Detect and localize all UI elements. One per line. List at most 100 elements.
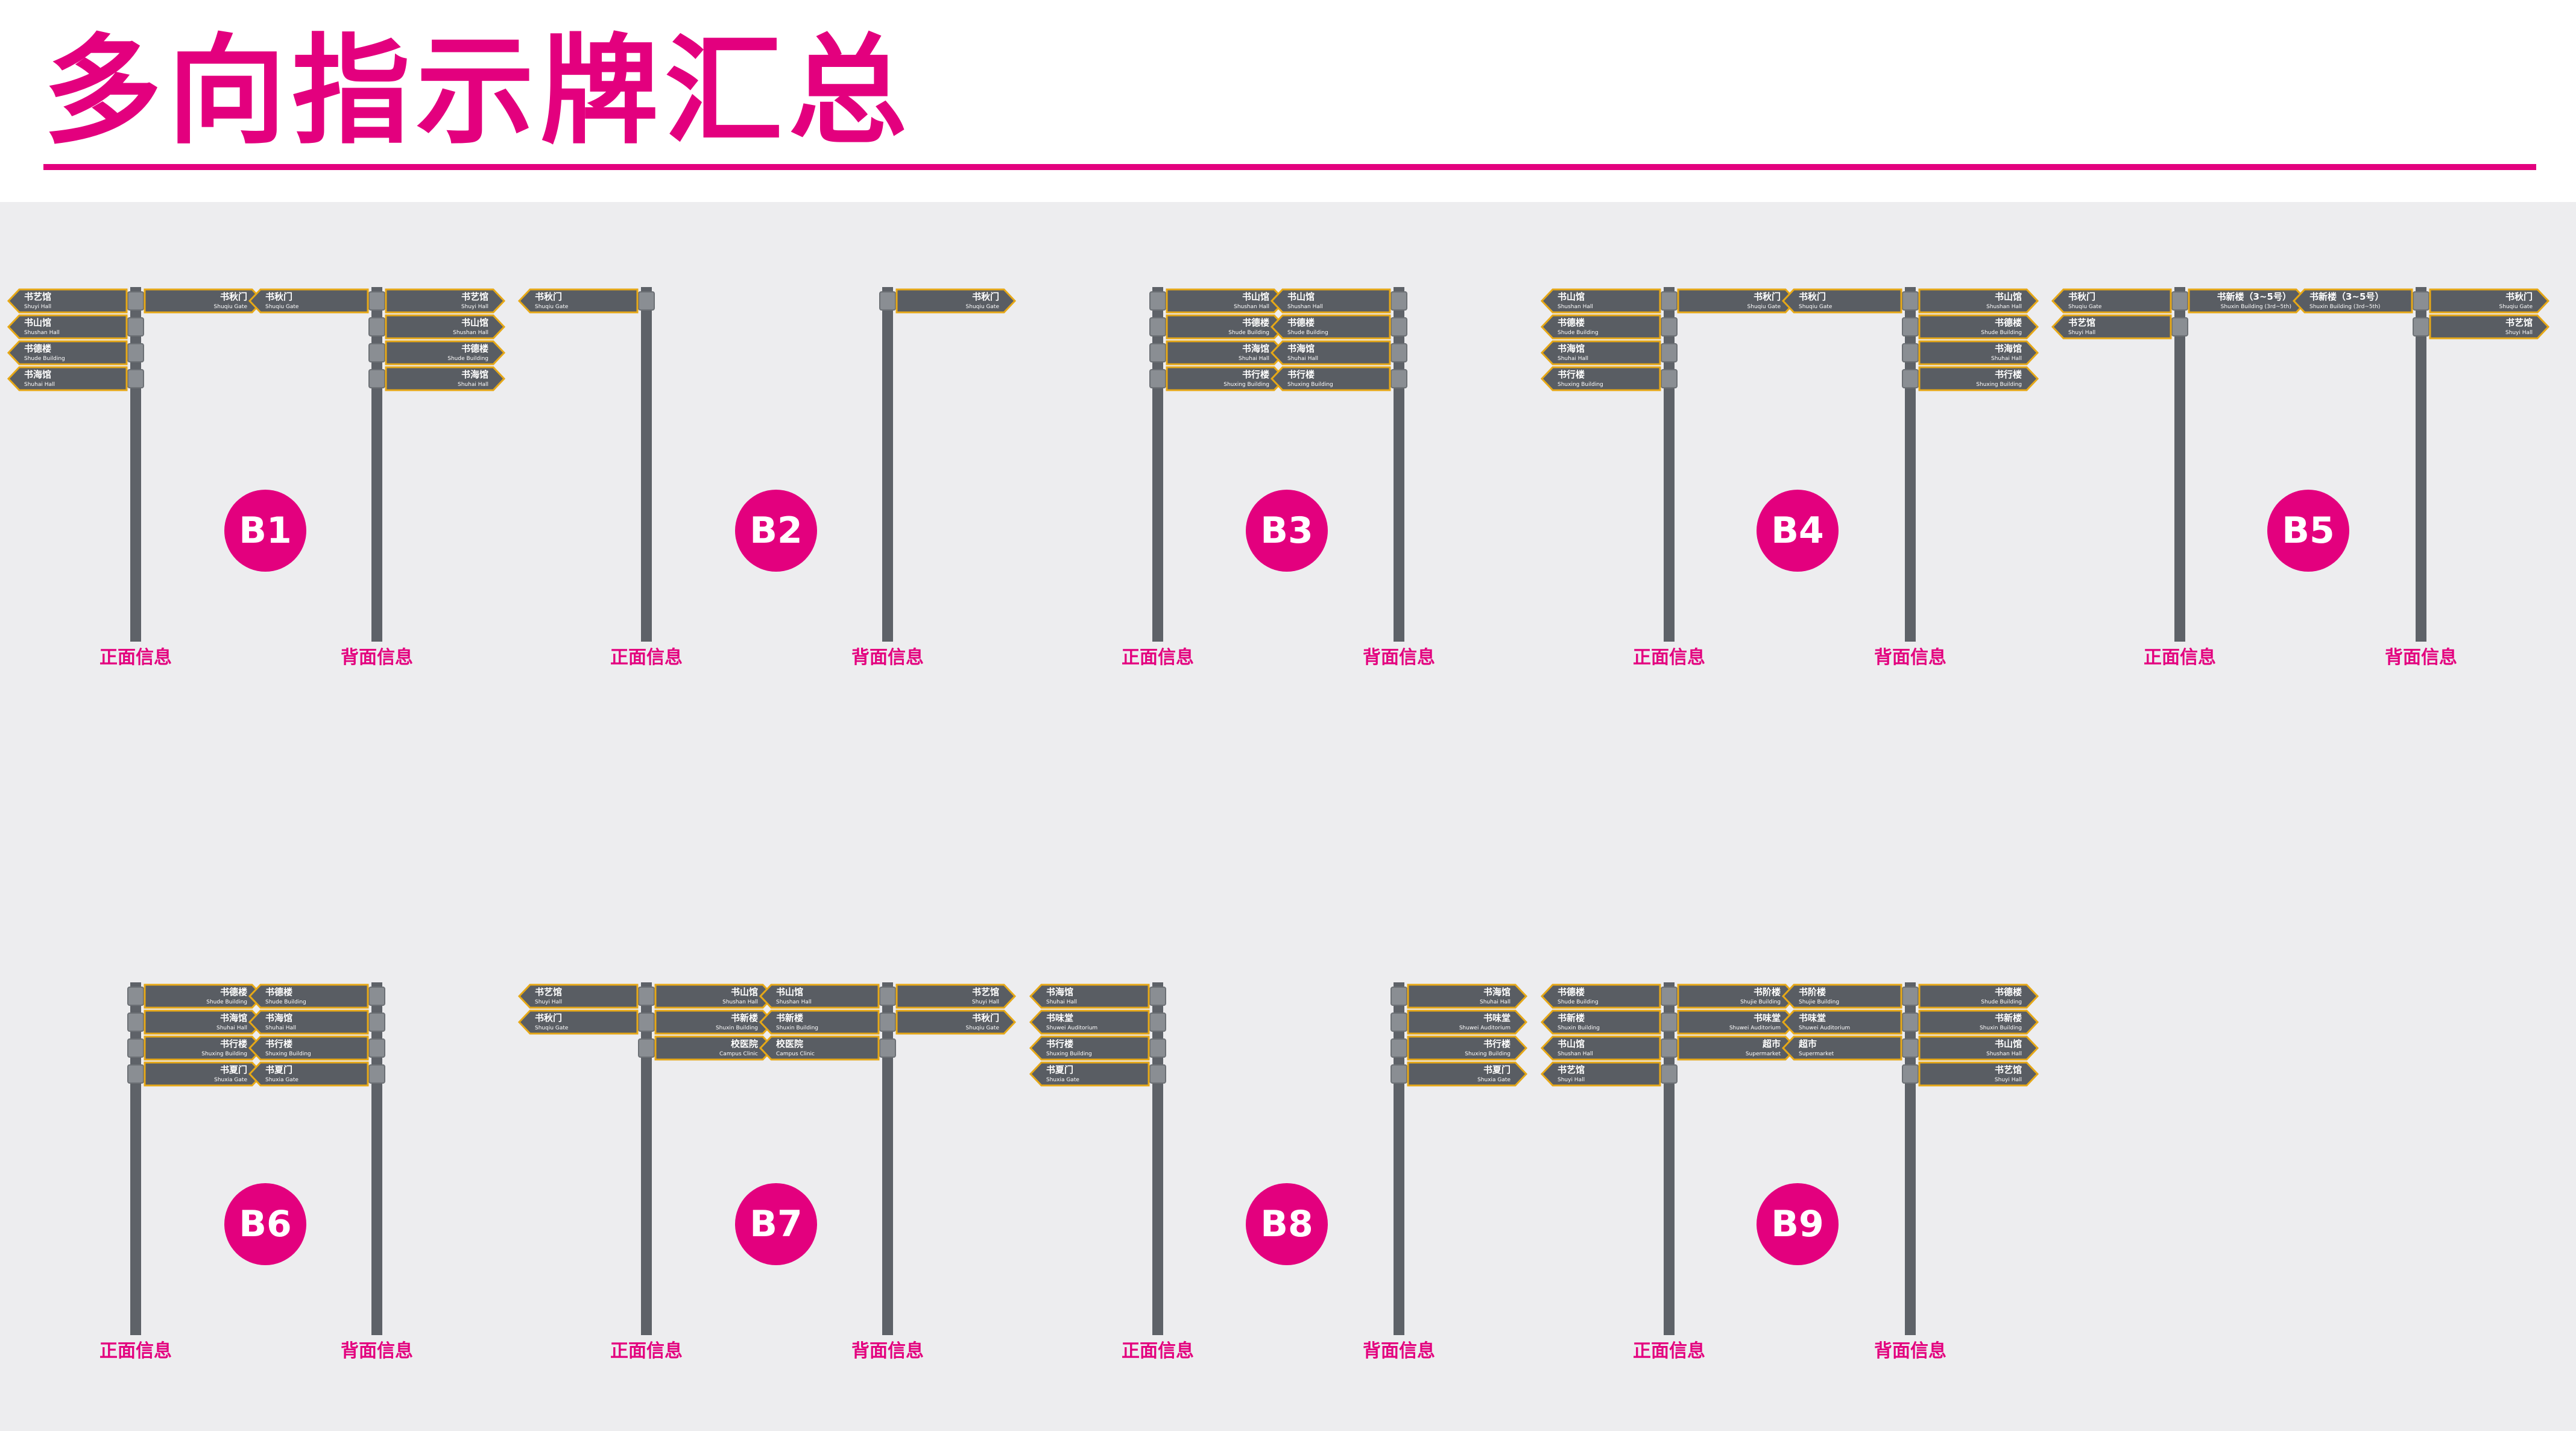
front-caption: 正面信息 <box>99 1341 172 1362</box>
plate-label-cn: 书海馆 <box>265 1012 292 1023</box>
plate-label-en: Shushan Hall <box>453 330 488 336</box>
plate-shape <box>759 1009 880 1035</box>
plate-label-en: Shushan Hall <box>1986 304 2022 310</box>
plate-label-en: Shuhai Hall <box>1991 356 2022 362</box>
pole-clamp <box>1391 1038 1407 1058</box>
plate-label-en: Shuhai Hall <box>24 382 55 388</box>
badge-label: B9 <box>1771 1203 1823 1245</box>
plate-label-en: Shuyi Hall <box>461 304 488 310</box>
back-caption: 背面信息 <box>1874 1341 1946 1362</box>
pole-clamp <box>1902 1038 1919 1058</box>
pole-clamp <box>1661 317 1678 336</box>
plate-shape <box>7 366 128 391</box>
plate-label-en: Shuxin Building (3rd~5th) <box>2309 304 2380 310</box>
signpost-pole <box>1905 982 1916 1335</box>
plate-shape <box>1540 984 1661 1009</box>
plate-shape <box>1781 288 1902 314</box>
signpost-pole <box>2416 287 2426 642</box>
plate-label-cn: 书行楼 <box>1995 369 2022 380</box>
sign-id-badge: B8 <box>1246 1183 1328 1265</box>
plate-shape <box>1918 1035 2039 1061</box>
pole-clamp <box>368 291 385 311</box>
plate-shape <box>1918 288 2039 314</box>
plate-label-cn: 书海馆 <box>24 369 51 380</box>
plate-label-cn: 书艺馆 <box>24 291 51 302</box>
plate-label-cn: 超市 <box>1762 1038 1781 1049</box>
pole-clamp <box>368 343 385 362</box>
badge-label: B3 <box>1260 510 1313 552</box>
badge-label: B2 <box>750 510 802 552</box>
plate-shape <box>7 288 128 314</box>
signpost-pole <box>130 287 141 642</box>
badge-label: B5 <box>2282 510 2334 552</box>
front-caption: 正面信息 <box>1633 647 1705 668</box>
plate-label-en: Shude Building <box>1981 999 2022 1005</box>
front-caption: 正面信息 <box>2144 647 2216 668</box>
signpost-pole <box>130 982 141 1335</box>
pole-clamp <box>879 1012 896 1032</box>
plate-label-cn: 书德楼 <box>1242 317 1269 328</box>
plate-label-cn: 超市 <box>1798 1038 1817 1049</box>
plate-label-cn: 书秋门 <box>1799 291 1826 302</box>
pole-clamp <box>368 317 385 336</box>
plate-label-en: Shuqiu Gate <box>966 304 1000 310</box>
plate-label-cn: 书山馆 <box>776 987 803 997</box>
plate-label-en: Shuhai Hall <box>1480 999 1511 1005</box>
plate-label-cn: 书德楼 <box>1558 987 1585 997</box>
plate-shape <box>385 366 506 391</box>
plate-label-en: Shuxing Building <box>265 1051 311 1057</box>
plate-label-cn: 书德楼 <box>24 343 51 354</box>
pole-clamp <box>879 987 896 1006</box>
direction-plate: 书新楼（3~5号）Shuxin Building (3rd~5th) <box>2292 288 2413 314</box>
plate-shape <box>1540 1061 1661 1087</box>
front-caption: 正面信息 <box>99 647 172 668</box>
plate-label-en: Shuqiu Gate <box>2068 304 2102 310</box>
pole-clamp <box>1902 987 1919 1006</box>
plate-label-en: Shuqiu Gate <box>535 1025 569 1031</box>
plate-label-cn: 书行楼 <box>1287 369 1315 380</box>
plate-shape <box>1029 1035 1150 1061</box>
plate-shape <box>248 1009 369 1035</box>
plate-label-en: Shushan Hall <box>776 999 812 1005</box>
badge-circle <box>1757 490 1839 572</box>
plate-label-cn: 书行楼 <box>220 1038 247 1049</box>
signpost-pole <box>1905 287 1916 642</box>
plate-label-cn: 书海馆 <box>1483 987 1511 997</box>
plate-shape <box>1270 340 1391 365</box>
plate-label-cn: 书德楼 <box>461 343 488 354</box>
plate-shape <box>385 340 506 365</box>
plate-label-en: Shushan Hall <box>1558 1051 1593 1057</box>
pole-clamp <box>1902 1064 1919 1084</box>
plate-label-cn: 书味堂 <box>1799 1012 1826 1023</box>
pole-clamp <box>127 369 144 388</box>
plate-label-cn: 书夏门 <box>1483 1064 1511 1075</box>
plate-label-cn: 书海馆 <box>1046 987 1073 997</box>
plate-label-en: Supermarket <box>1746 1051 1781 1057</box>
signpost-pole <box>371 287 382 642</box>
plate-label-cn: 书德楼 <box>1558 317 1585 328</box>
plate-label-en: Shuyi Hall <box>24 304 51 310</box>
plate-label-en: Shuhai Hall <box>458 382 488 388</box>
plate-label-cn: 书味堂 <box>1046 1012 1073 1023</box>
plate-shape <box>1918 1009 2039 1035</box>
back-caption: 背面信息 <box>341 647 413 668</box>
